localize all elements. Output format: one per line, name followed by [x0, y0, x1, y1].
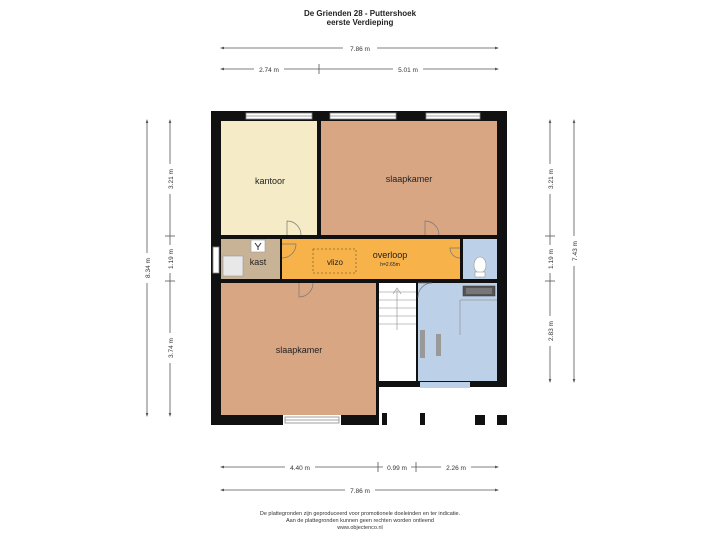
stairwell	[379, 283, 416, 381]
dimension-label: 2.74 m	[259, 67, 279, 74]
dimension-label: 3.74 m	[168, 338, 175, 358]
dimension-label: 8.34 m	[145, 258, 152, 278]
dimension-label: 2.26 m	[446, 465, 466, 472]
room-slaapkamer-top	[321, 121, 497, 235]
dimension-right-segments: 3.21 m 1.19 m 2.83 m	[545, 119, 555, 383]
dimension-left-segments: 3.21 m 1.19 m 3.74 m	[165, 119, 175, 417]
dimension-label: 0.99 m	[387, 465, 407, 472]
dimension-label: 1.19 m	[548, 249, 555, 269]
footer-line-1: De plattegronden zijn geproduceerd voor …	[259, 511, 461, 517]
dimension-label: 7.86 m	[350, 488, 370, 495]
dimension-bottom-segments: 4.40 m 0.99 m 2.26 m	[220, 462, 499, 472]
room-bathroom	[418, 283, 497, 381]
dimension-label: 3.21 m	[548, 169, 555, 189]
dimension-label: 7.86 m	[350, 46, 370, 53]
room-slaapkamer-bottom	[221, 283, 376, 415]
room-overloop	[282, 239, 460, 279]
windows	[212, 112, 481, 424]
dimension-label: 1.19 m	[168, 249, 175, 269]
vlizo-hatch	[312, 248, 357, 274]
label-kast: kast	[250, 257, 267, 267]
doors	[281, 220, 461, 298]
label-overloop: overloop	[373, 250, 408, 260]
footer-line-3: www.objectenco.nl	[337, 525, 383, 531]
dimension-label: 3.21 m	[168, 169, 175, 189]
page-subtitle: eerste Verdieping	[326, 18, 394, 27]
toilet	[473, 256, 487, 278]
dimension-label: 5.01 m	[398, 67, 418, 74]
dimension-label: 4.40 m	[290, 465, 310, 472]
boiler-icon	[254, 242, 262, 250]
kast-fixtures	[222, 239, 266, 277]
dimension-label: 7.43 m	[572, 241, 579, 261]
label-slaapkamer-top: slaapkamer	[386, 174, 433, 184]
page-title: De Grienden 28 - Puttershoek	[303, 9, 417, 18]
dimension-label: 2.83 m	[548, 321, 555, 341]
dimension-bottom-total: 7.86 m	[220, 485, 499, 495]
label-vlizo: vlizo	[327, 258, 344, 267]
label-kantoor: kantoor	[255, 176, 285, 186]
label-slaapkamer-bottom: slaapkamer	[276, 345, 323, 355]
footer-line-2: Aan de plattegronden kunnen geen rechten…	[285, 518, 434, 524]
bathroom-fixtures	[420, 285, 497, 388]
dimension-top-total: 7.86 m	[220, 43, 499, 53]
dimension-left-total: 8.34 m	[142, 119, 152, 417]
dimension-top-segments: 2.74 m 5.01 m	[220, 64, 499, 74]
dimension-right-total: 7.43 m	[569, 119, 579, 383]
stairs	[379, 287, 416, 330]
label-overloop-height: h=2.65m	[380, 262, 400, 268]
room-kantoor	[221, 121, 317, 235]
